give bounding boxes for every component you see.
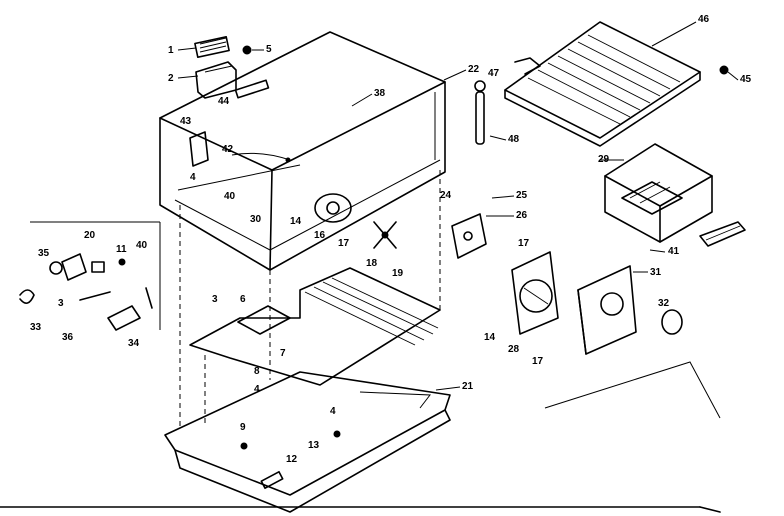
control-parts <box>19 253 153 331</box>
callout: 13 <box>308 440 320 451</box>
callout: 48 <box>508 134 520 145</box>
callout: 26 <box>516 210 528 221</box>
knob-32 <box>661 309 683 335</box>
liner-box <box>159 31 446 271</box>
callout-labels: 1 5 2 44 43 42 4 38 40 30 22 47 46 45 48… <box>30 14 752 465</box>
screw-5 <box>242 45 252 55</box>
callout: 2 <box>168 73 174 84</box>
callout: 32 <box>658 298 670 309</box>
vent-cover <box>194 36 230 58</box>
callout: 6 <box>240 294 246 305</box>
callout: 3 <box>58 298 64 309</box>
callout: 12 <box>286 454 298 465</box>
callout: 11 <box>116 244 127 255</box>
callout: 36 <box>62 332 74 343</box>
fan-motor <box>314 193 352 223</box>
callout: 9 <box>240 422 246 433</box>
callout: 30 <box>250 214 262 225</box>
leader-lines <box>177 21 739 391</box>
callout: 8 <box>254 366 260 377</box>
crisper-cover-41 <box>699 221 746 247</box>
fan-bracket-26 <box>451 213 487 259</box>
callout: 17 <box>518 238 530 249</box>
callout: 17 <box>532 356 544 367</box>
callout: 24 <box>440 190 452 201</box>
callout: 38 <box>374 88 386 99</box>
callout: 16 <box>314 230 326 241</box>
callout: 47 <box>488 68 500 79</box>
callout: 21 <box>462 381 474 392</box>
callout: 46 <box>698 14 710 25</box>
callout: 14 <box>484 332 496 343</box>
callout: 1 <box>168 45 174 56</box>
evaporator-plate <box>189 267 441 386</box>
callout: 40 <box>224 191 236 202</box>
callout: 25 <box>516 190 528 201</box>
callout: 33 <box>30 322 42 333</box>
callout: 42 <box>222 144 234 155</box>
evaporator-cover-31 <box>577 265 637 355</box>
shelf-support-rod <box>474 80 486 145</box>
callout: 35 <box>38 248 50 259</box>
callout: 34 <box>128 338 140 349</box>
callout: 19 <box>392 268 404 279</box>
callout: 4 <box>254 384 260 395</box>
callout: 44 <box>218 96 230 107</box>
screw-45 <box>719 65 729 75</box>
callout: 28 <box>508 344 520 355</box>
callout: 5 <box>266 44 272 55</box>
drip-tray <box>164 371 451 513</box>
callout: 20 <box>84 230 96 241</box>
callout: 22 <box>468 64 480 75</box>
callout: 4 <box>190 172 196 183</box>
callout: 40 <box>136 240 148 251</box>
vent-bracket <box>195 61 237 99</box>
callout: 17 <box>338 238 350 249</box>
wire-shelf <box>504 21 701 147</box>
callout: 3 <box>212 294 218 305</box>
alignment-lines <box>179 170 721 430</box>
callout: 45 <box>740 74 752 85</box>
callout: 14 <box>290 216 302 227</box>
callout: 41 <box>668 246 680 257</box>
callout: 43 <box>180 116 192 127</box>
callout: 18 <box>366 258 378 269</box>
callout: 4 <box>330 406 336 417</box>
fan-shroud-28 <box>511 251 559 335</box>
crisper-pan <box>604 143 713 243</box>
callout: 7 <box>280 348 286 359</box>
callout: 31 <box>650 267 662 278</box>
fan-blade <box>373 221 397 249</box>
